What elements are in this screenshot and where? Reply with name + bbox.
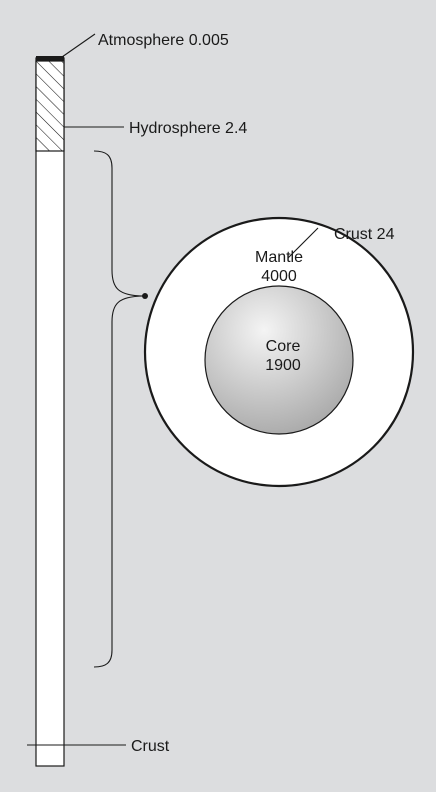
core-value-label: 1900 — [265, 357, 301, 374]
atmosphere-label: Atmosphere 0.005 — [98, 32, 229, 49]
mantle-value-label: 4000 — [261, 268, 297, 285]
atmosphere-segment — [36, 56, 64, 61]
layer-column — [35, 56, 65, 767]
mantle-name-label: Mantle — [255, 249, 303, 266]
bracket-junction-dot — [142, 293, 148, 299]
crust-column-body — [35, 57, 65, 767]
hydrosphere-segment — [35, 60, 65, 152]
core-circle — [204, 285, 354, 435]
crust-column-label: Crust — [131, 738, 170, 755]
crust-circle-label: Crust 24 — [334, 226, 395, 243]
earth-cross-section — [143, 216, 415, 488]
bracket-brace — [93, 150, 146, 668]
atmosphere-leader-line — [61, 33, 96, 58]
hydrosphere-label: Hydrosphere 2.4 — [129, 120, 247, 137]
core-name-label: Core — [266, 338, 301, 355]
crust-circle-leader-line — [287, 227, 319, 259]
